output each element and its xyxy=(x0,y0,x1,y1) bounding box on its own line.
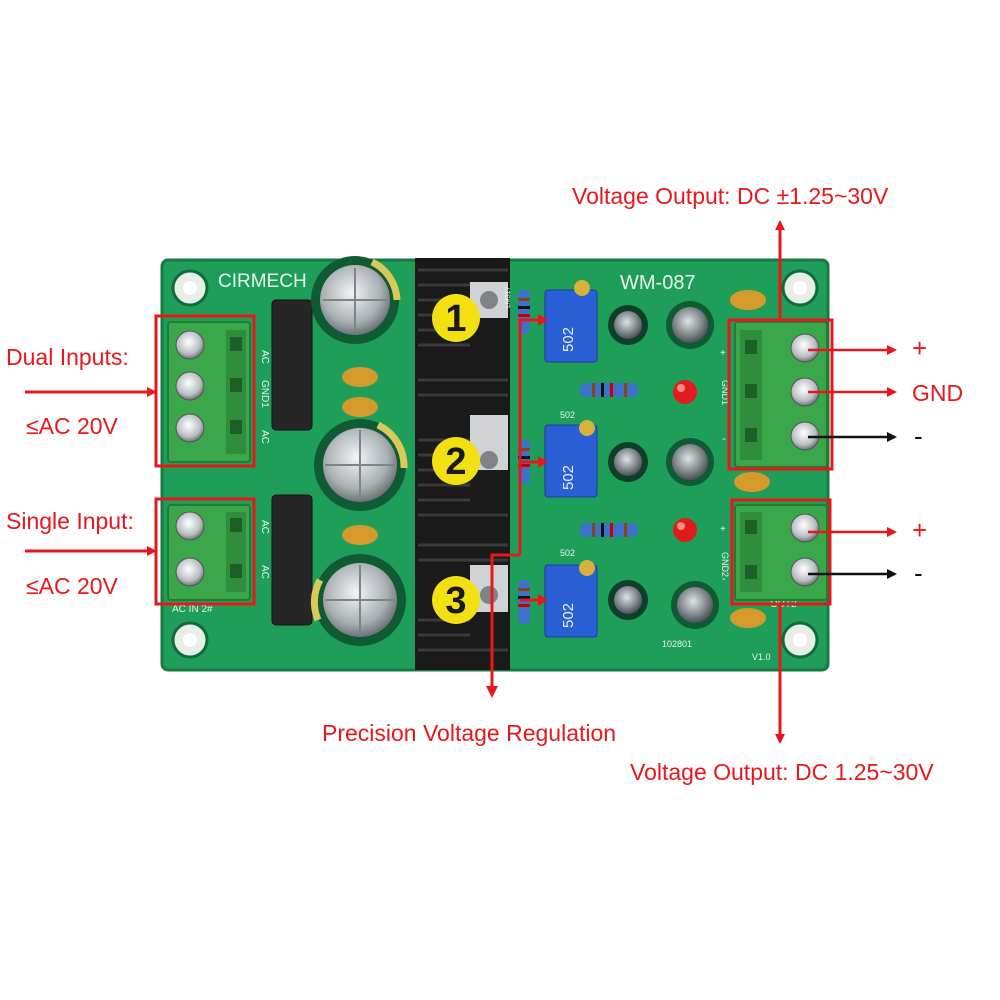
single-terminal-label-ac2: AC xyxy=(259,565,270,579)
trimpot-silk-label: 502 xyxy=(560,548,575,558)
ceramic-capacitor xyxy=(730,608,766,628)
output-single-label: Voltage Output: DC 1.25~30V xyxy=(630,759,934,785)
dual-terminal-label-ac1: AC xyxy=(259,350,270,364)
ceramic-capacitor xyxy=(342,367,378,387)
small-capacitor xyxy=(608,580,648,620)
out2-silk-minus: - xyxy=(722,573,726,585)
board-model: WM-087 xyxy=(620,272,696,294)
electrolytic-capacitor xyxy=(311,256,401,344)
out1-silk-gnd: GND1 xyxy=(720,380,730,405)
out2-minus-label: - xyxy=(914,558,923,588)
out1-silk-plus: + xyxy=(720,348,726,359)
small-capacitor xyxy=(666,301,714,349)
dual-inputs-label: Dual Inputs: xyxy=(6,344,129,370)
mounting-hole xyxy=(781,269,819,307)
out1-gnd-label: GND xyxy=(912,380,964,406)
resistor xyxy=(580,383,638,397)
small-capacitor xyxy=(608,442,648,482)
precision-label: Precision Voltage Regulation xyxy=(322,720,617,746)
ceramic-capacitor xyxy=(730,290,766,310)
trimpot-code: 502 xyxy=(560,465,577,490)
output1-terminal xyxy=(734,321,828,468)
dual-inputs-range: ≤AC 20V xyxy=(26,413,118,439)
trimpot-code: 502 xyxy=(560,603,577,628)
out1-minus-label: - xyxy=(914,421,923,451)
trimpot: 502 xyxy=(544,420,598,498)
mounting-hole xyxy=(171,269,209,307)
trimpot: 502 xyxy=(544,560,598,638)
marker-1-number: 1 xyxy=(445,298,466,340)
out2-silk-gnd: GND2 xyxy=(720,552,730,577)
bridge-rectifier xyxy=(271,299,313,431)
led xyxy=(673,380,697,404)
single-input-terminal xyxy=(167,504,251,601)
board-date-code: 102801 xyxy=(662,639,692,649)
ceramic-capacitor xyxy=(734,472,770,492)
marker-2: 2 xyxy=(432,437,480,485)
out1-silk-minus: - xyxy=(722,433,726,445)
mounting-hole xyxy=(781,621,819,659)
mounting-hole xyxy=(171,621,209,659)
small-capacitor xyxy=(671,581,719,629)
ceramic-capacitor xyxy=(342,525,378,545)
dual-terminal-label-ac2: AC xyxy=(259,430,270,444)
out2-silk-plus: + xyxy=(720,524,726,535)
single-input-range: ≤AC 20V xyxy=(26,573,118,599)
output-dual-label: Voltage Output: DC ±1.25~30V xyxy=(572,183,889,209)
single-terminal-label-ac1: AC xyxy=(259,520,270,534)
electrolytic-capacitor xyxy=(310,554,406,646)
output2-terminal xyxy=(734,504,828,601)
resistor xyxy=(518,580,530,624)
marker-3: 3 xyxy=(432,576,480,624)
marker-2-number: 2 xyxy=(445,441,466,483)
trimpot-code: 502 xyxy=(560,327,577,352)
marker-1: 1 xyxy=(432,294,480,342)
dual-input-terminal xyxy=(167,321,251,463)
trimpot: 502 xyxy=(544,280,598,363)
small-capacitor xyxy=(608,305,648,345)
out2-plus-label: + xyxy=(912,515,928,545)
marker-3-number: 3 xyxy=(445,580,466,622)
single-input-label: Single Input: xyxy=(6,508,134,534)
bridge-rectifier xyxy=(271,494,313,626)
board-brand: CIRMECH xyxy=(218,271,307,292)
electrolytic-capacitor xyxy=(314,419,408,511)
led xyxy=(673,518,697,542)
board-in-label: AC IN 2# xyxy=(172,604,213,615)
regulator-part-label: LM317 xyxy=(505,286,512,308)
dual-terminal-label-gnd1: GND1 xyxy=(259,380,270,408)
out1-plus-label: + xyxy=(912,333,928,363)
board-version: V1.0 xyxy=(752,652,771,662)
resistor xyxy=(580,523,638,537)
trimpot-silk-label: 502 xyxy=(560,410,575,420)
ceramic-capacitor xyxy=(342,397,378,417)
small-capacitor xyxy=(666,438,714,486)
